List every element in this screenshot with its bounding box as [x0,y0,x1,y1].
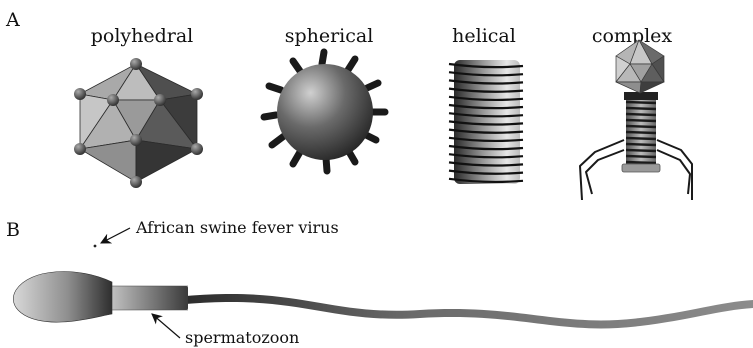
tail-ring [626,132,656,133]
tail-ring [626,102,656,103]
spermatozoon-arrow [152,314,180,338]
bacteriophage-icon [580,40,692,200]
complex-label: complex [592,25,673,47]
polyhedral-label: polyhedral [91,25,194,47]
panel-b-letter: B [6,219,20,241]
tail-ring [626,108,656,109]
tail-ring [626,120,656,121]
panel-a-letter: A [5,9,20,31]
tail-ring [626,144,656,145]
tail-ring [626,156,656,157]
spiked-sphere-capsid-icon [264,52,385,171]
icosahedron-capsid-icon [74,58,203,188]
spermatozoon-label: spermatozoon [185,328,299,347]
helical-label: helical [452,25,516,47]
tail-ring [626,150,656,151]
virus-dot [94,245,97,248]
virus-arrow [101,228,130,243]
virus-label: African swine fever virus [135,218,339,237]
tail-ring [626,138,656,139]
tail-ring [626,114,656,115]
spermatozoon-icon [13,272,753,329]
helical-coil-capsid-icon [449,60,523,184]
tail-ring [626,162,656,163]
spherical-label: spherical [285,25,374,47]
tail-ring [626,126,656,127]
